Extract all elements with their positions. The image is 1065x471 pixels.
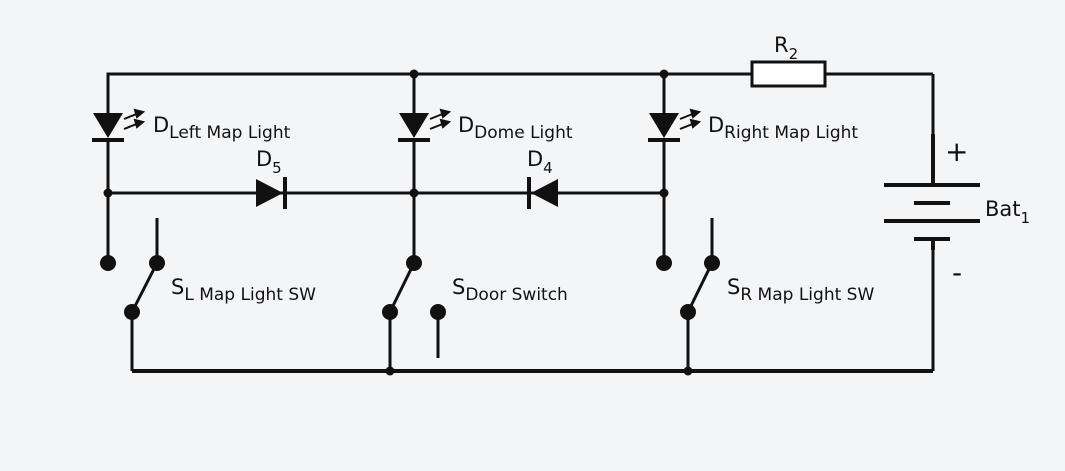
resistor-r2-label: R2 — [774, 33, 798, 63]
label-main: D — [256, 147, 272, 171]
led-dome-light-label: DDome Light — [458, 113, 573, 143]
label-sub: Left Map Light — [169, 123, 290, 143]
switch-right-map-light — [656, 218, 720, 371]
switch-door-label: SDoor Switch — [452, 275, 568, 305]
wires — [106, 72, 935, 373]
diode-d4-label: D4 — [527, 147, 553, 177]
battery-negative-label: - — [952, 256, 962, 289]
junction-dot — [409, 188, 419, 198]
label-main: D — [153, 113, 169, 137]
label-sub: Dome Light — [474, 123, 573, 143]
junction-dot — [659, 69, 669, 79]
switch-right-map-light-label: SR Map Light SW — [727, 275, 874, 305]
top-wire — [106, 72, 752, 113]
label-sub: R Map Light SW — [740, 285, 874, 305]
label-main: S — [171, 275, 184, 299]
junction-dot — [659, 188, 669, 198]
light-emission-arrows-icon — [123, 108, 146, 130]
label-main: Bat — [985, 197, 1021, 221]
label-sub: Right Map Light — [724, 123, 858, 143]
label-main: S — [452, 275, 465, 299]
battery-positive-label: + — [945, 135, 968, 168]
battery-bat1 — [884, 134, 980, 250]
label-main: S — [727, 275, 740, 299]
diode-d4 — [527, 177, 558, 209]
battery-bat1-label: Bat1 — [985, 197, 1030, 227]
junction-dot — [409, 69, 419, 79]
switch-left-map-light-label: SL Map Light SW — [171, 275, 316, 305]
switch-door — [382, 222, 446, 371]
label-sub: Door Switch — [465, 285, 568, 305]
diode-d5 — [256, 177, 287, 209]
light-emission-arrows-icon — [429, 108, 452, 130]
resistor-r2: R2 — [750, 33, 827, 88]
label-sub: L Map Light SW — [184, 285, 316, 305]
led-left-map-light-label: DLeft Map Light — [153, 113, 291, 143]
label-main: D — [458, 113, 474, 137]
junctions — [103, 69, 693, 376]
label-main: D — [527, 147, 543, 171]
switch-left-map-light — [100, 218, 165, 371]
led-right-map-light — [648, 108, 702, 142]
label-main: R — [774, 33, 789, 57]
label-sub: 4 — [543, 159, 553, 177]
label-sub: 1 — [1021, 209, 1031, 227]
light-emission-arrows-icon — [679, 108, 702, 130]
junction-dot — [103, 188, 113, 198]
label-main: D — [708, 113, 724, 137]
label-sub: 2 — [789, 45, 799, 63]
led-dome-light — [398, 108, 452, 142]
led-right-map-light-label: DRight Map Light — [708, 113, 858, 143]
led-left-map-light — [92, 108, 146, 142]
diode-d5-label: D5 — [256, 147, 282, 177]
label-sub: 5 — [272, 159, 282, 177]
